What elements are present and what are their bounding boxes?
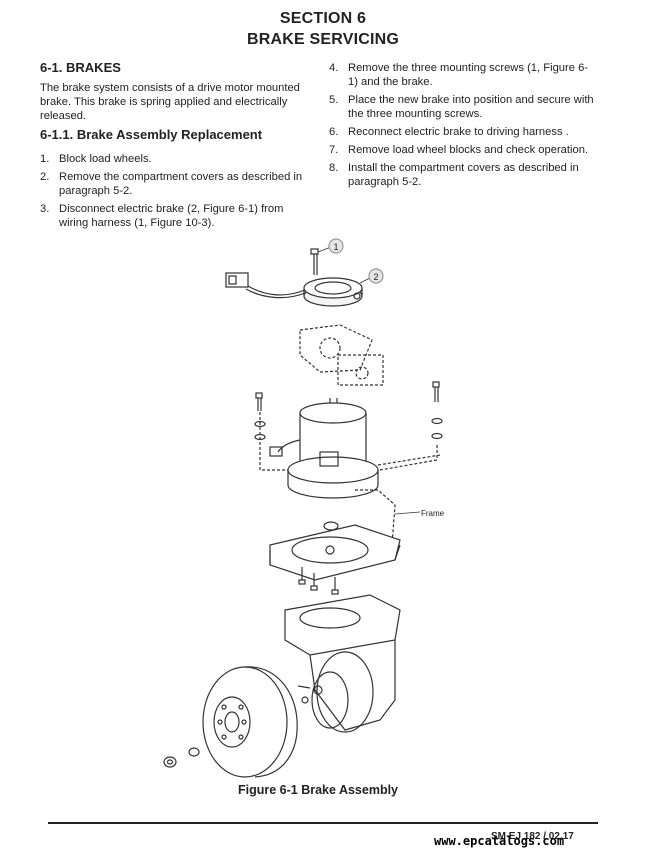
gearbox (284, 594, 401, 733)
brake-connector (225, 272, 306, 299)
frame-label: Frame (421, 509, 445, 518)
drive-motor (269, 398, 379, 499)
step-number: 6. (329, 126, 339, 138)
callout-1: 1 (333, 242, 338, 252)
step-number: 1. (40, 153, 50, 165)
brakes-heading: 6-1. BRAKES (40, 60, 121, 75)
step-text: 1) and the brake. (348, 76, 433, 88)
step-text: Remove the compartment covers as describ… (59, 171, 303, 183)
step-text: paragraph 5-2. (348, 176, 422, 188)
step-text: Reconnect electric brake to driving harn… (348, 126, 569, 138)
step-item: 2. Remove the compartment covers as desc… (40, 170, 308, 198)
ring-bolts (298, 567, 339, 595)
step-text: Remove the three mounting screws (1, Fig… (348, 62, 589, 74)
step-number: 4. (329, 62, 339, 74)
callout-1-circle (328, 238, 344, 254)
steps-left-list: 1. Block load wheels. 2. Remove the comp… (40, 152, 308, 234)
footer-doc-code: SM EJ 182 / 02.17 (491, 831, 574, 842)
callout-2: 2 (373, 272, 378, 282)
step-text: Place the new brake into position and se… (348, 94, 594, 106)
watermark-url: www.epcatalogs.com (434, 834, 565, 848)
step-item: 8. Install the compartment covers as des… (329, 161, 597, 189)
figure-caption: Figure 6-1 Brake Assembly (237, 783, 399, 797)
step-number: 2. (40, 171, 50, 183)
motor-bracket (299, 324, 384, 386)
step-text: wiring harness (1, Figure 10-3). (59, 217, 215, 229)
brakes-intro: The brake system consists of a drive mot… (40, 81, 315, 123)
section-number: SECTION 6 (279, 10, 367, 27)
step-text: Remove load wheel blocks and check opera… (348, 144, 589, 156)
mounting-screw (310, 248, 319, 275)
mounting-ring (269, 524, 401, 581)
intro-line: released. (40, 110, 87, 122)
step-item: 1. Block load wheels. (40, 152, 308, 166)
step-number: 8. (329, 162, 339, 174)
step-item: 7. Remove load wheel blocks and check op… (329, 143, 597, 157)
electric-brake (303, 277, 363, 307)
step-item: 3. Disconnect electric brake (2, Figure … (40, 202, 308, 230)
step-text: Disconnect electric brake (2, Figure 6-1… (59, 203, 284, 215)
lug-nuts (163, 747, 200, 768)
left-screw-stack (254, 392, 300, 471)
footer-rule (48, 822, 598, 824)
step-text: paragraph 5-2. (59, 185, 133, 197)
steps-right-list: 4. Remove the three mounting screws (1, … (329, 61, 597, 193)
step-number: 7. (329, 144, 339, 156)
replacement-heading: 6-1.1. Brake Assembly Replacement (40, 127, 263, 142)
step-number: 3. (40, 203, 50, 215)
step-number: 5. (329, 94, 339, 106)
step-text: the three mounting screws. (348, 108, 483, 120)
intro-line: The brake system consists of a drive mot… (40, 82, 300, 94)
step-text: Install the compartment covers as descri… (348, 162, 579, 174)
drive-wheel (202, 666, 298, 778)
step-item: 6. Reconnect electric brake to driving h… (329, 125, 597, 139)
right-screw-stack (379, 381, 443, 471)
step-item: 5. Place the new brake into position and… (329, 93, 597, 121)
step-text: Block load wheels. (59, 153, 152, 165)
section-title: BRAKE SERVICING (246, 31, 400, 48)
intro-line: brake. This brake is spring applied and … (40, 96, 288, 108)
step-item: 4. Remove the three mounting screws (1, … (329, 61, 597, 89)
callout-2-circle (368, 268, 384, 284)
